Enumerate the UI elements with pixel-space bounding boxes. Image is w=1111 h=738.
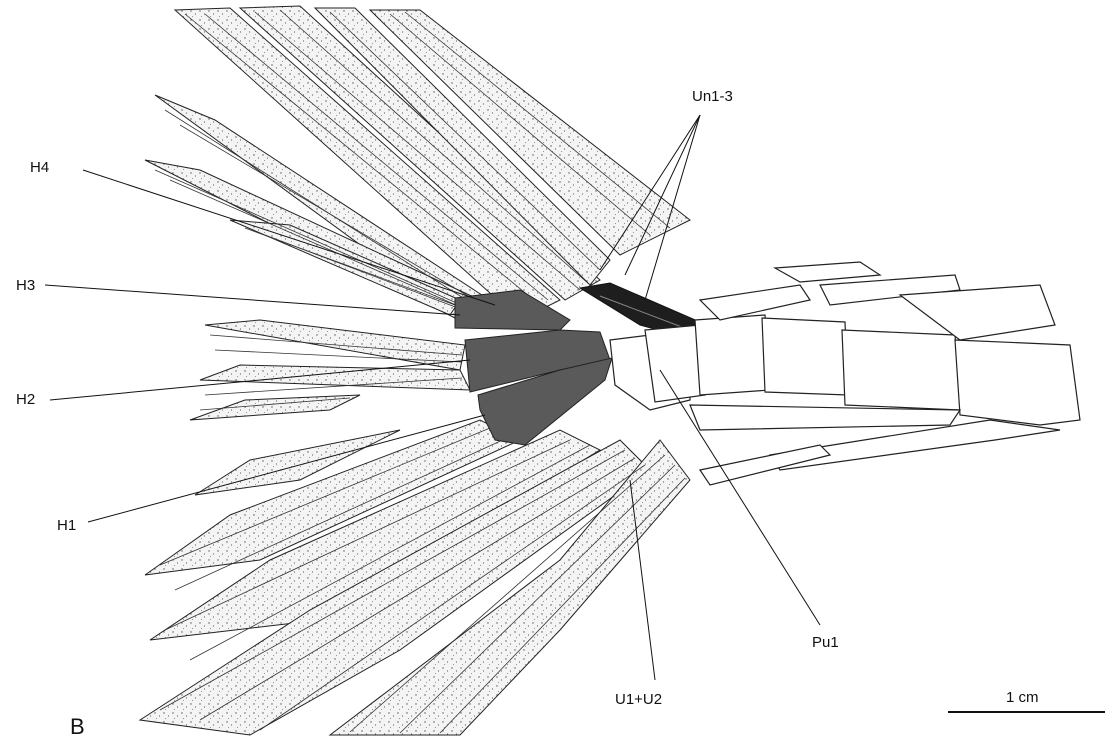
middle-fin-rays [190, 320, 470, 420]
label-u1-u2: U1+U2 [615, 691, 662, 708]
label-un1-3: Un1-3 [692, 88, 733, 105]
label-h1: H1 [57, 517, 76, 534]
label-h2: H2 [16, 391, 35, 408]
panel-letter: B [70, 714, 85, 738]
scale-bar: 1 cm [948, 689, 1105, 712]
lower-fin-rays [140, 420, 690, 735]
scale-bar-label: 1 cm [1006, 689, 1039, 706]
label-h4: H4 [30, 159, 49, 176]
label-pu1: Pu1 [812, 634, 839, 651]
upper-fin-rays [145, 6, 690, 325]
label-h3: H3 [16, 277, 35, 294]
vertebral-column [610, 262, 1080, 485]
